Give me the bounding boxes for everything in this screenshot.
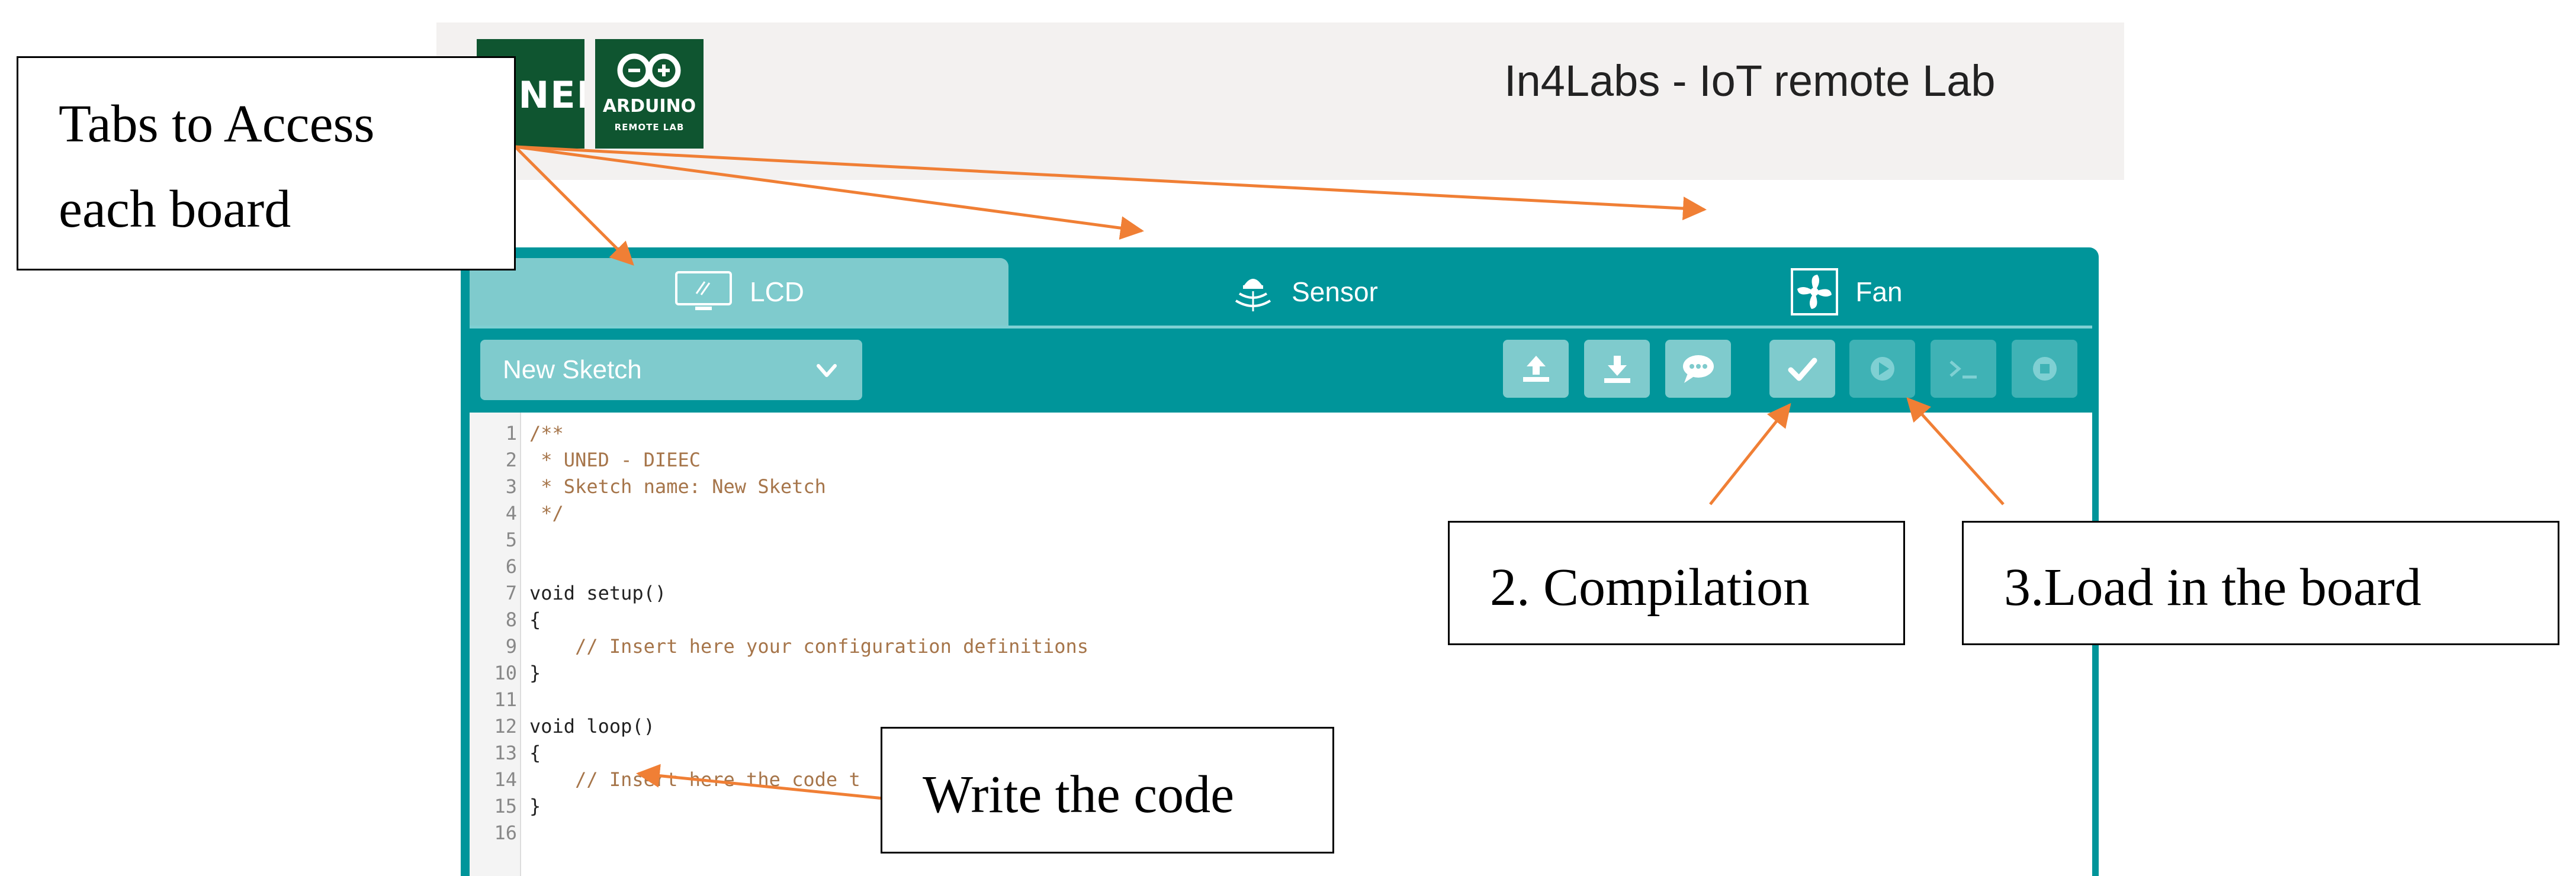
tabs-annotation-line1: Tabs to Access: [59, 95, 375, 153]
terminal-button[interactable]: [1931, 340, 1996, 398]
tab-sensor[interactable]: Sensor: [1008, 258, 1601, 326]
code-line[interactable]: /**: [529, 422, 564, 445]
stop-button[interactable]: [2012, 340, 2077, 398]
line-number: 13: [494, 742, 517, 764]
write-code-annotation: Write the code: [881, 727, 1334, 854]
chat-icon: [1682, 355, 1714, 383]
compile-check-icon: [1788, 358, 1817, 381]
compile-button[interactable]: [1769, 340, 1835, 398]
upload-icon: [1523, 356, 1549, 382]
arduino-logo: ARDUINO REMOTE LAB: [595, 39, 704, 149]
line-number: 15: [494, 795, 517, 817]
sketch-select-value: New Sketch: [503, 355, 642, 384]
code-line[interactable]: void loop(): [529, 715, 655, 737]
code-line[interactable]: }: [529, 795, 541, 817]
line-number: 6: [505, 555, 517, 578]
terminal-icon: [1949, 360, 1977, 379]
tab-lcd[interactable]: LCD: [470, 258, 1008, 326]
monitor-icon: [674, 270, 733, 314]
chevron-down-icon: [817, 364, 837, 377]
code-line[interactable]: void setup(): [529, 582, 667, 604]
line-number: 7: [505, 582, 517, 604]
tabs-arrow-sensor: [515, 145, 1144, 240]
sensor-icon: [1231, 270, 1275, 314]
line-number: 9: [505, 635, 517, 658]
page-title: In4Labs - IoT remote Lab: [1504, 56, 1996, 105]
code-line[interactable]: {: [529, 608, 541, 631]
download-icon: [1604, 356, 1630, 383]
arduino-infinity-icon: [617, 53, 681, 88]
line-number: 10: [494, 662, 517, 684]
tabs-arrow-lcd: [514, 146, 634, 266]
line-number: 16: [494, 822, 517, 844]
line-number: 11: [494, 688, 517, 711]
tab-fan[interactable]: Fan: [1601, 258, 2092, 326]
chat-button[interactable]: [1665, 340, 1731, 398]
line-number: 14: [494, 768, 517, 791]
compilation-annotation: 2. Compilation: [1448, 521, 1905, 645]
line-number: 2: [505, 449, 517, 471]
line-number: 1: [505, 422, 517, 445]
tab-lcd-label: LCD: [749, 276, 805, 307]
code-line[interactable]: // Insert here your configuration defini…: [529, 635, 1089, 658]
stop-icon: [2032, 357, 2057, 381]
tab-fan-label: Fan: [1855, 276, 1903, 307]
upload-button[interactable]: [1503, 340, 1569, 398]
run-icon: [1870, 357, 1894, 381]
download-button[interactable]: [1584, 340, 1650, 398]
line-number-gutter: [470, 413, 521, 876]
tab-divider: [470, 326, 2092, 328]
code-line[interactable]: {: [529, 742, 541, 764]
line-number: 5: [505, 529, 517, 551]
code-line[interactable]: }: [529, 662, 541, 684]
compilation-annotation-text: 2. Compilation: [1490, 558, 1810, 617]
load-annotation-text: 3.Load in the board: [2004, 558, 2421, 617]
tabs-annotation: Tabs to Access each board: [17, 56, 516, 270]
code-line[interactable]: */: [529, 502, 564, 524]
fan-icon: [1790, 268, 1839, 316]
load-arrow: [1906, 397, 2005, 505]
app-header: [436, 22, 2124, 180]
arduino-logo-text: ARDUINO: [602, 96, 696, 117]
write-code-annotation-text: Write the code: [923, 765, 1235, 824]
load-annotation: 3.Load in the board: [1962, 521, 2559, 645]
write-code-arrow: [636, 764, 884, 800]
line-number: 12: [494, 715, 517, 737]
run-button[interactable]: [1849, 340, 1915, 398]
sketch-select[interactable]: New Sketch: [480, 340, 862, 400]
arduino-logo-subtext: REMOTE LAB: [614, 122, 685, 133]
tabs-arrow-fan: [515, 145, 1707, 221]
line-number: 3: [505, 475, 517, 498]
code-line[interactable]: * Sketch name: New Sketch: [529, 475, 826, 498]
tabs-annotation-line2: each board: [59, 180, 291, 239]
compile-arrow: [1709, 402, 1791, 505]
tab-sensor-label: Sensor: [1292, 276, 1378, 307]
line-number: 8: [505, 608, 517, 631]
code-line[interactable]: * UNED - DIEEC: [529, 449, 701, 471]
line-number: 4: [505, 502, 517, 524]
